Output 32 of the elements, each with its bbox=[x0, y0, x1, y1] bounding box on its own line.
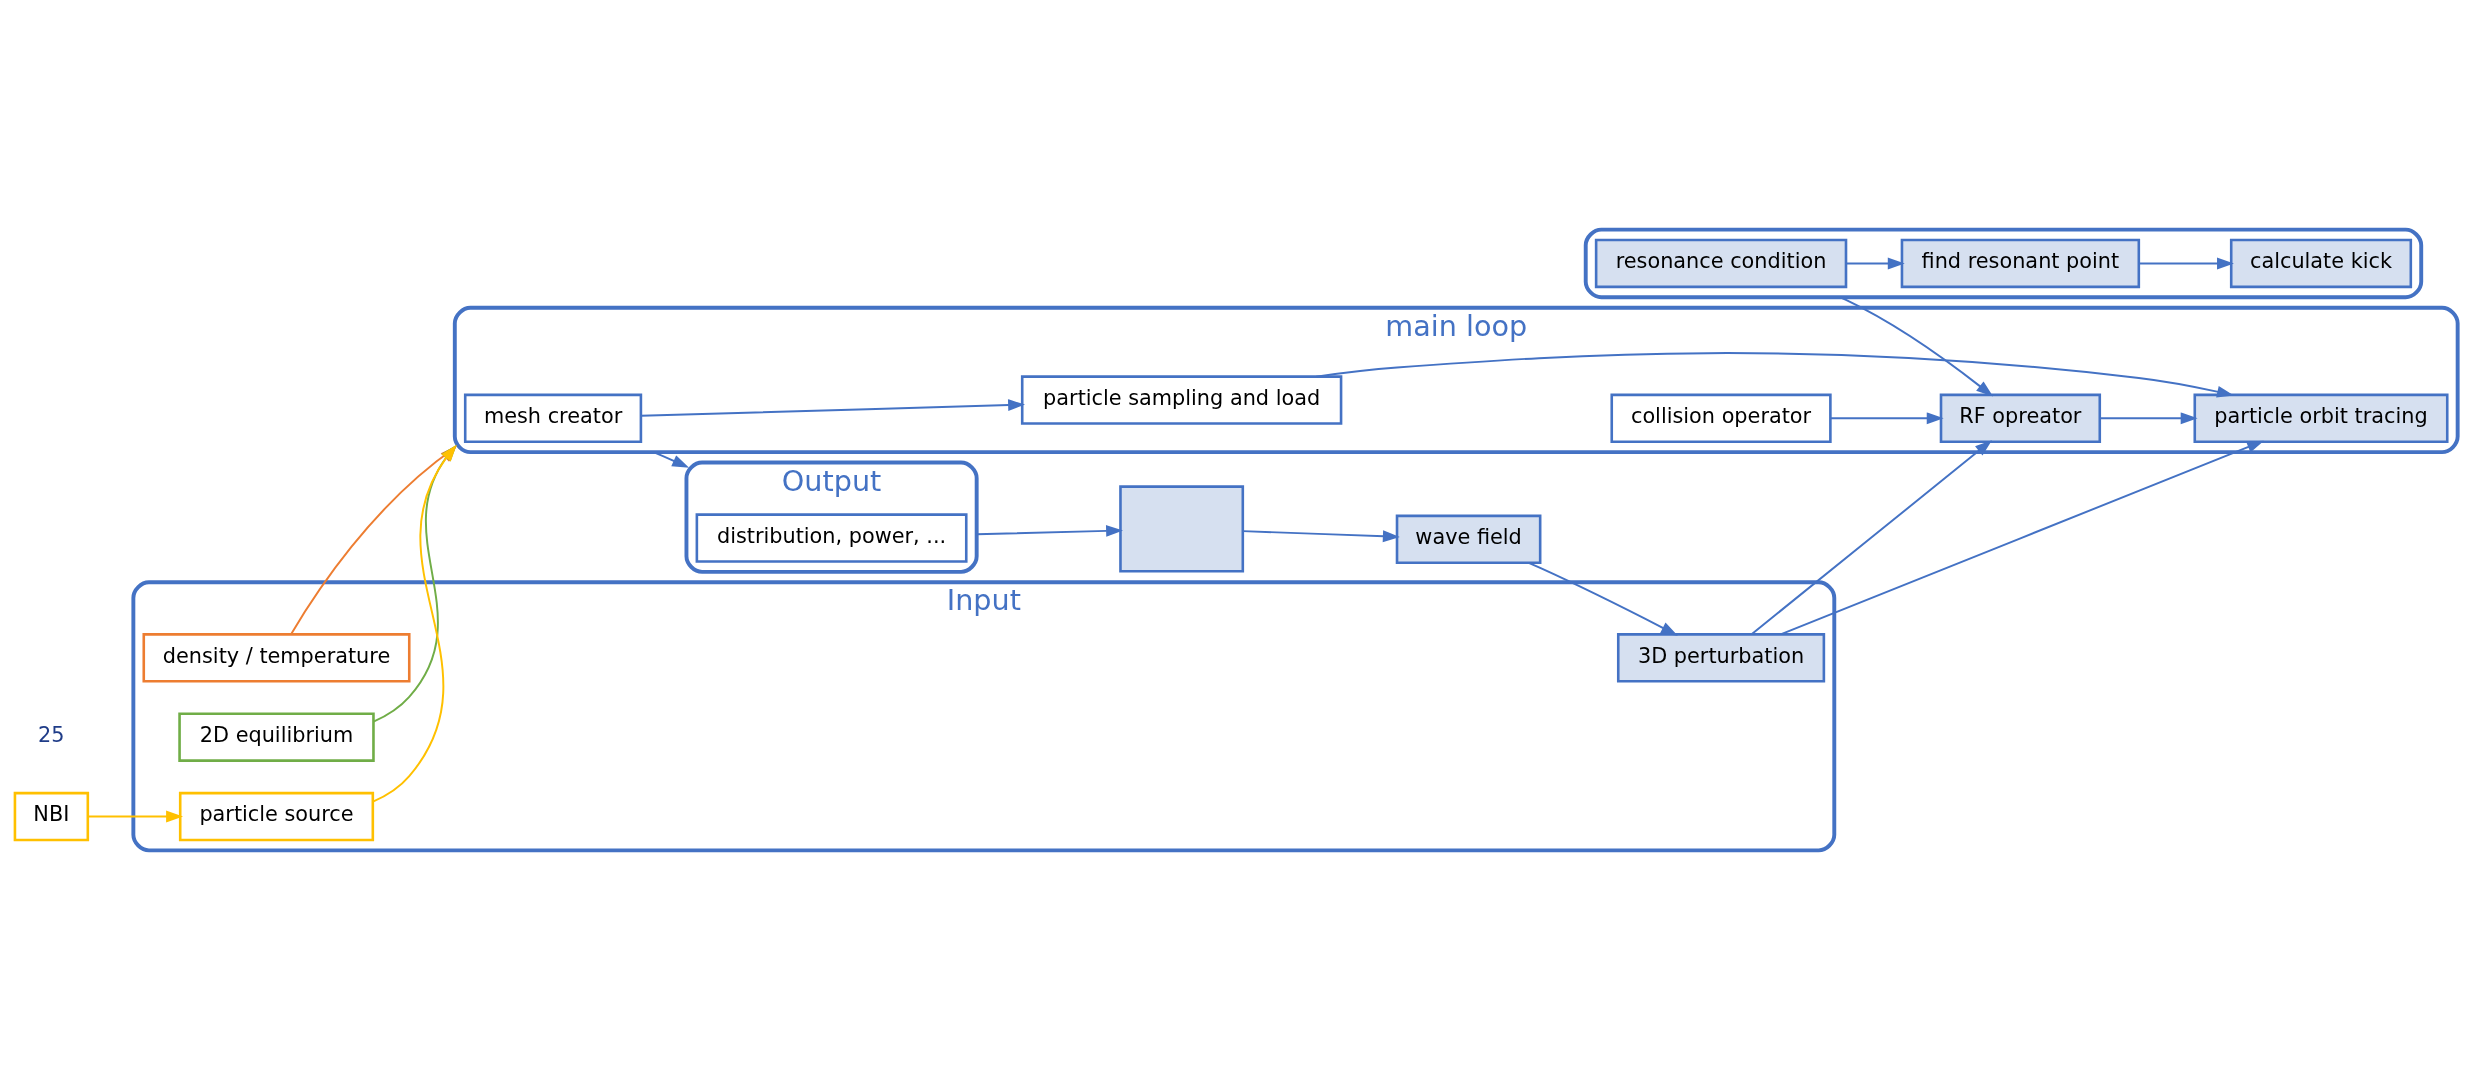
node-box bbox=[1119, 485, 1245, 573]
arrow bbox=[640, 399, 1026, 417]
arrow bbox=[1315, 352, 2234, 398]
arrow bbox=[1839, 296, 1994, 397]
node-box: wave field bbox=[1395, 514, 1542, 565]
arrow bbox=[2099, 412, 2198, 425]
arrow bbox=[1845, 257, 1905, 270]
node-box: particle orbit tracing bbox=[2193, 393, 2449, 444]
node-box: distribution, power, ... bbox=[695, 513, 968, 563]
arrow bbox=[1527, 561, 1678, 636]
node-box: density / temperature bbox=[142, 633, 411, 683]
node-box: calculate kick bbox=[2229, 238, 2413, 289]
arrow bbox=[1241, 530, 1400, 543]
arrow bbox=[1780, 440, 2264, 636]
node-box: particle source bbox=[178, 791, 375, 842]
node-box: 3D perturbation bbox=[1616, 633, 1826, 683]
node-box: 2D equilibrium bbox=[178, 712, 375, 762]
arrow bbox=[1750, 440, 1992, 635]
node-box: particle sampling and load bbox=[1020, 375, 1343, 425]
node-box: mesh creator bbox=[463, 393, 643, 444]
arrow bbox=[2138, 257, 2234, 270]
arrow bbox=[975, 524, 1124, 537]
arrow bbox=[652, 451, 690, 468]
arrow bbox=[1829, 412, 1944, 425]
node-box: NBI bbox=[13, 791, 90, 842]
node-box: find resonant point bbox=[1900, 238, 2141, 289]
node-box: RF opreator bbox=[1939, 393, 2102, 444]
label: 25 bbox=[38, 723, 65, 748]
cluster bbox=[1583, 227, 2424, 300]
node-box: collision operator bbox=[1610, 393, 1832, 444]
arrow bbox=[86, 810, 184, 823]
node-box: resonance condition bbox=[1594, 238, 1848, 289]
